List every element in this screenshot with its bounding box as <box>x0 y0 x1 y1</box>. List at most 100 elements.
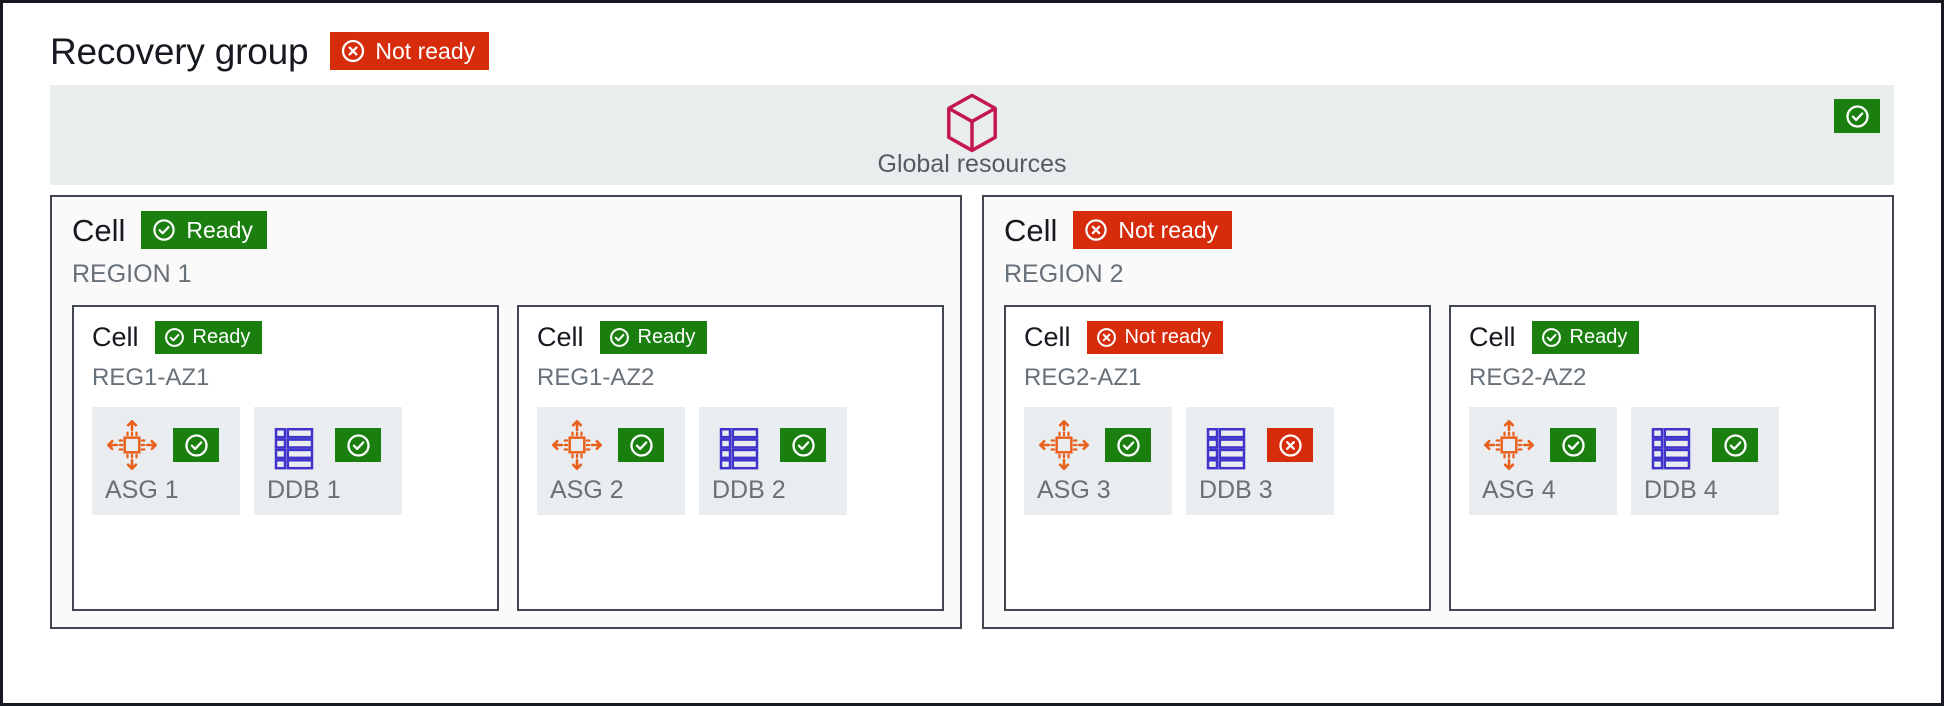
resource-label: DDB 3 <box>1199 476 1273 505</box>
resource-label: ASG 4 <box>1482 476 1556 505</box>
check-circle-icon <box>1116 434 1140 457</box>
resource-tile-top <box>267 418 389 472</box>
resource-label: ASG 1 <box>105 476 179 505</box>
cell-label: Cell <box>1469 321 1516 352</box>
reg2-az2-resources: ASG 4 <box>1469 407 1858 516</box>
status-badge-label: Ready <box>186 217 253 243</box>
check-circle-icon <box>164 327 185 348</box>
check-circle-icon <box>609 327 630 348</box>
check-circle-icon <box>346 434 370 457</box>
check-circle-icon <box>629 434 653 457</box>
region-1-cells-row: Cell Ready REG1-AZ1 <box>72 304 944 611</box>
cell-label: Cell <box>537 321 584 352</box>
regions-row: Cell Ready REGION 1 Cell <box>50 195 1894 629</box>
check-circle-icon <box>1561 434 1585 457</box>
resource-tile-top <box>1199 418 1321 472</box>
status-badge-label: Not ready <box>1118 217 1219 243</box>
dynamodb-icon <box>1644 418 1698 472</box>
az-cell-reg1-az1[interactable]: Cell Ready REG1-AZ1 <box>72 304 499 611</box>
region-1-name: REGION 1 <box>72 260 192 289</box>
check-circle-icon <box>791 434 815 457</box>
resource-status-badge <box>1712 428 1758 463</box>
resource-status-badge <box>618 428 664 463</box>
az-cell-reg2-az1[interactable]: Cell Not ready REG2-AZ1 <box>1004 304 1431 611</box>
region-2-cells-row: Cell Not ready REG2-AZ1 <box>1004 304 1876 611</box>
reg1-az1-name: REG1-AZ1 <box>92 363 210 391</box>
resource-tile-asg-1[interactable]: ASG 1 <box>92 407 240 516</box>
reg1-az2-status-badge: Ready <box>599 320 708 354</box>
region-1-status-badge: Ready <box>141 211 267 250</box>
reg2-az1-header: Cell Not ready <box>1024 320 1413 354</box>
recovery-group-header: Recovery group Not ready <box>3 3 1941 77</box>
resource-status-badge <box>1105 428 1151 463</box>
resource-tile-asg-4[interactable]: ASG 4 <box>1469 407 1617 516</box>
x-circle-icon <box>1084 218 1108 242</box>
resource-tile-ddb-4[interactable]: DDB 4 <box>1631 407 1779 516</box>
resource-label: DDB 2 <box>712 476 786 505</box>
global-resources-status-badge <box>1834 99 1880 134</box>
check-circle-icon <box>1834 99 1880 133</box>
reg1-az2-header: Cell Ready <box>537 320 926 354</box>
global-resources-label: Global resources <box>877 150 1067 179</box>
dynamodb-icon <box>1199 418 1253 472</box>
resource-tile-asg-3[interactable]: ASG 3 <box>1024 407 1172 516</box>
cell-label: Cell <box>1024 321 1071 352</box>
resource-tile-ddb-3[interactable]: DDB 3 <box>1186 407 1334 516</box>
resource-status-badge <box>1267 428 1313 463</box>
reg1-az1-resources: ASG 1 <box>92 407 481 516</box>
region-2-status-badge: Not ready <box>1073 211 1233 250</box>
reg1-az2-name: REG1-AZ2 <box>537 363 655 391</box>
resource-label: DDB 1 <box>267 476 341 505</box>
dynamodb-icon <box>712 418 766 472</box>
resource-tile-top <box>712 418 834 472</box>
cell-label: Cell <box>92 321 139 352</box>
recovery-group-status-badge: Not ready <box>330 31 490 71</box>
check-circle-icon <box>1541 327 1562 348</box>
status-badge-label: Not ready <box>1124 325 1212 348</box>
resource-status-badge <box>335 428 381 463</box>
az-cell-reg1-az2[interactable]: Cell Ready REG1-AZ2 <box>517 304 944 611</box>
dynamodb-icon <box>267 418 321 472</box>
az-cell-reg2-az2[interactable]: Cell Ready REG2-AZ2 <box>1449 304 1876 611</box>
resource-tile-top <box>1482 418 1604 472</box>
reg2-az2-status-badge: Ready <box>1531 320 1640 354</box>
autoscaling-icon <box>105 418 159 472</box>
status-badge-label: Ready <box>1569 325 1628 348</box>
reg1-az1-header: Cell Ready <box>92 320 481 354</box>
region-box-2[interactable]: Cell Not ready REGION 2 Cell <box>982 195 1894 629</box>
region-box-1[interactable]: Cell Ready REGION 1 Cell <box>50 195 962 629</box>
resource-tile-asg-2[interactable]: ASG 2 <box>537 407 685 516</box>
status-badge-label: Ready <box>637 325 696 348</box>
reg1-az2-resources: ASG 2 <box>537 407 926 516</box>
status-badge-label: Not ready <box>375 37 476 64</box>
resource-label: ASG 3 <box>1037 476 1111 505</box>
status-badge-label: Ready <box>192 325 251 348</box>
cell-label: Cell <box>72 212 126 248</box>
check-circle-icon <box>1723 434 1747 457</box>
x-circle-icon <box>1096 327 1117 348</box>
resource-status-badge <box>780 428 826 463</box>
resource-tile-ddb-1[interactable]: DDB 1 <box>254 407 402 516</box>
region-2-name: REGION 2 <box>1004 260 1124 289</box>
autoscaling-icon <box>1037 418 1091 472</box>
autoscaling-icon <box>1482 418 1536 472</box>
check-circle-icon <box>152 218 176 242</box>
x-circle-icon <box>341 39 365 63</box>
reg2-az2-header: Cell Ready <box>1469 320 1858 354</box>
resource-label: ASG 2 <box>550 476 624 505</box>
check-circle-icon <box>184 434 208 457</box>
resource-tile-top <box>550 418 672 472</box>
resource-tile-ddb-2[interactable]: DDB 2 <box>699 407 847 516</box>
reg2-az1-status-badge: Not ready <box>1086 320 1224 354</box>
reg2-az1-name: REG2-AZ1 <box>1024 363 1142 391</box>
x-circle-icon <box>1278 434 1302 457</box>
resource-status-badge <box>173 428 219 463</box>
cube-icon <box>943 91 1001 153</box>
global-resources-band: Global resources <box>50 85 1894 185</box>
resource-status-badge <box>1550 428 1596 463</box>
region-1-header: Cell Ready <box>72 211 944 250</box>
reg2-az1-resources: ASG 3 <box>1024 407 1413 516</box>
resource-tile-top <box>1644 418 1766 472</box>
cell-label: Cell <box>1004 212 1058 248</box>
region-2-header: Cell Not ready <box>1004 211 1876 250</box>
